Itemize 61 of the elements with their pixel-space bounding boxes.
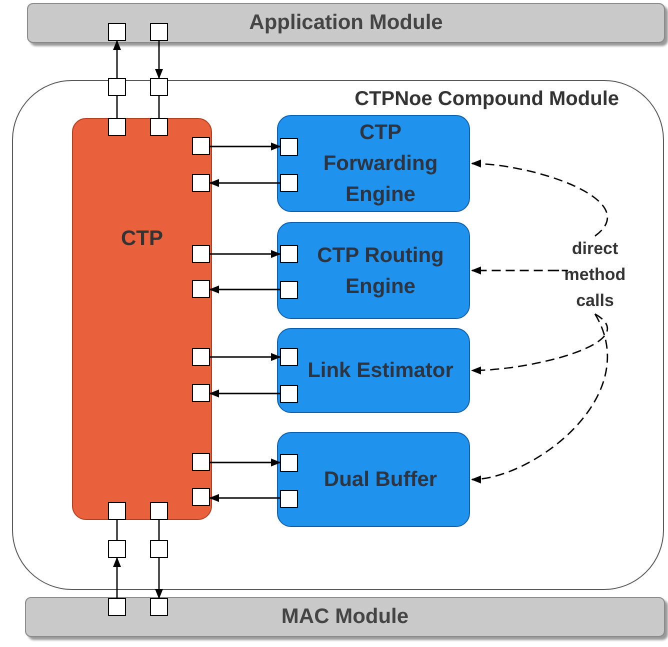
module-bar: [25, 597, 665, 637]
port-box: [280, 385, 298, 403]
port-box: [150, 23, 168, 41]
port-box: [192, 488, 210, 506]
port-box: [108, 118, 126, 136]
component-label: MAC Module: [281, 604, 409, 630]
port-box: [192, 174, 210, 192]
port-box: [192, 137, 210, 155]
component-box: [277, 222, 470, 319]
component-box: [277, 115, 470, 212]
arrow: [113, 557, 121, 598]
component-box: [277, 432, 470, 527]
port-box: [280, 348, 298, 366]
port-box: [150, 502, 168, 520]
annotation-text: direct method calls: [563, 238, 627, 312]
component-label: CTPNoe Compound Module: [354, 87, 619, 112]
component-label: CTP Forwarding Engine: [322, 120, 439, 208]
port-box: [150, 598, 168, 616]
component-box: [277, 328, 470, 413]
port-box: [108, 598, 126, 616]
port-box: [150, 78, 168, 96]
port-box: [108, 78, 126, 96]
port-box: [192, 280, 210, 298]
port-box: [108, 540, 126, 558]
port-box: [150, 540, 168, 558]
port-box: [280, 245, 298, 263]
ctp-component-box: [72, 118, 212, 520]
port-box: [108, 502, 126, 520]
port-box: [192, 245, 210, 263]
arrow: [209, 390, 280, 398]
port-box: [192, 453, 210, 471]
arrow: [210, 353, 281, 361]
port-box: [280, 454, 298, 472]
arrow: [210, 250, 281, 258]
port-box: [192, 348, 210, 366]
port-box: [192, 384, 210, 402]
arrow: [209, 286, 280, 294]
dashed-arrow: [471, 160, 608, 236]
component-label: Application Module: [249, 10, 443, 36]
port-box: [150, 118, 168, 136]
compound-module-box: [12, 80, 664, 590]
port-box: [108, 23, 126, 41]
arrow: [210, 142, 281, 150]
component-label: CTP Routing Engine: [316, 242, 445, 300]
dashed-arrow: [471, 266, 567, 274]
port-box: [280, 281, 298, 299]
module-bar: [27, 3, 665, 43]
arrow: [210, 458, 281, 466]
dashed-arrow: [471, 314, 608, 483]
component-label: Dual Buffer: [322, 467, 438, 493]
port-box: [280, 138, 298, 156]
arrow: [155, 558, 163, 599]
arrow: [209, 179, 280, 187]
port-box: [280, 490, 298, 508]
component-label: CTP: [120, 226, 164, 252]
arrow: [113, 40, 121, 78]
port-box: [280, 174, 298, 192]
arrow: [209, 494, 280, 502]
dashed-arrow: [471, 313, 608, 374]
arrow: [155, 41, 163, 79]
component-label: Link Estimator: [306, 358, 454, 384]
